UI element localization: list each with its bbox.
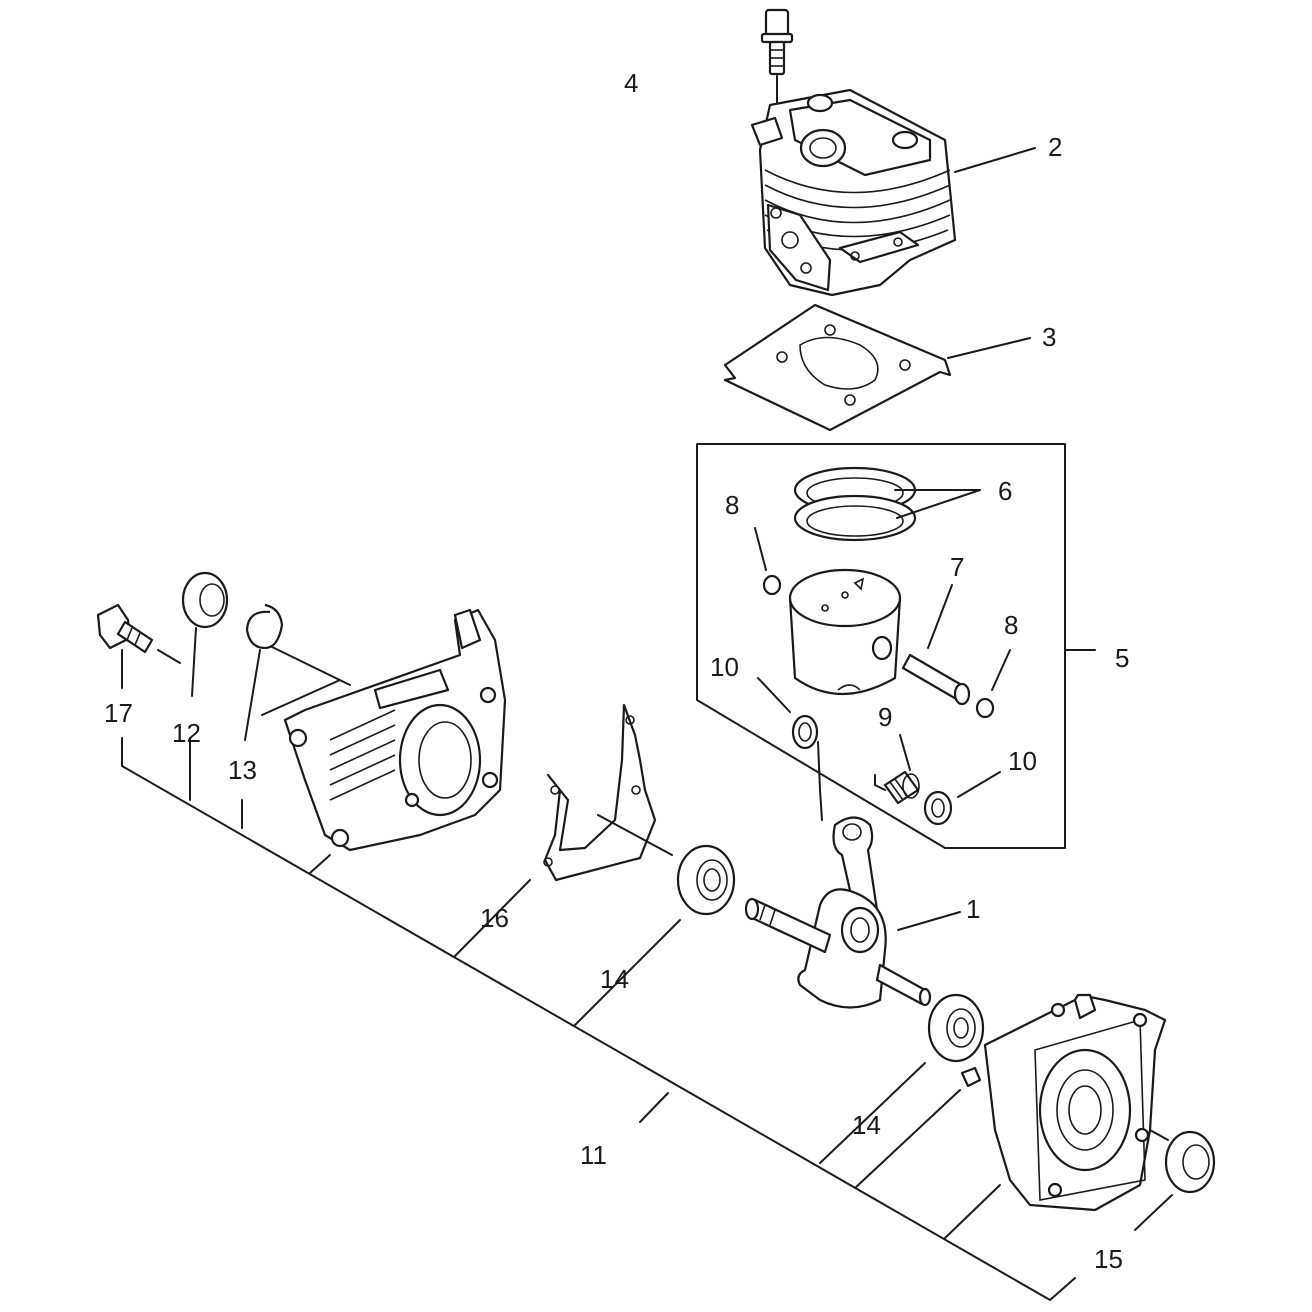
callout-11: 11: [580, 1140, 607, 1170]
callout-12: 12: [172, 718, 201, 748]
callout-8-left: 8: [725, 490, 739, 520]
piston-rings-part: [793, 466, 981, 542]
oil-seal-right-part: [1134, 1130, 1216, 1231]
callout-labels: 1 2 3 4 5 6 7 8 8 9 10 10 11 12 13 14 14…: [104, 68, 1129, 1274]
main-bearing-right-part: [927, 993, 985, 1063]
piston-part: [788, 568, 902, 695]
callout-17: 17: [104, 698, 133, 728]
callout-15: 15: [1094, 1244, 1123, 1274]
callout-1: 1: [966, 894, 980, 924]
callout-8-right: 8: [1004, 610, 1018, 640]
callout-16: 16: [480, 903, 509, 933]
crankcase-gasket-part: [543, 703, 673, 882]
callout-10-lower: 10: [1008, 746, 1037, 776]
crankcase-left-part: [261, 608, 507, 852]
needle-bearing-part: [874, 734, 920, 805]
crankshaft-part: [744, 816, 961, 1009]
callout-14-right: 14: [852, 1110, 881, 1140]
callout-5: 5: [1115, 643, 1129, 673]
thrust-washer-lower-part: [923, 771, 1001, 826]
callout-4: 4: [624, 68, 638, 98]
crankcase-right-part: [960, 993, 1169, 1212]
piston-circlip-left-part: [754, 527, 782, 596]
assembly-bracket: [121, 737, 1076, 1301]
callout-13: 13: [228, 755, 257, 785]
piston-pin-part: [901, 584, 971, 706]
cylinder-part: [750, 88, 1036, 297]
main-bearing-left-part: [676, 844, 736, 916]
piston-kit-box: [696, 443, 1096, 849]
crankcase-bolt-part: [96, 603, 181, 689]
thrust-washer-upper-part: [757, 677, 823, 821]
callout-3: 3: [1042, 322, 1056, 352]
crankcase-left-fins: [329, 709, 396, 801]
callout-9: 9: [878, 702, 892, 732]
callout-2: 2: [1048, 132, 1062, 162]
callout-6: 6: [998, 476, 1012, 506]
callout-14-left: 14: [600, 964, 629, 994]
cylinder-gasket-part: [723, 303, 1031, 432]
oil-seal-left-part: [181, 571, 229, 697]
callout-10-upper: 10: [710, 652, 739, 682]
callout-7: 7: [950, 552, 964, 582]
snap-ring-part: [244, 603, 284, 741]
piston-circlip-right-part: [975, 649, 1011, 719]
